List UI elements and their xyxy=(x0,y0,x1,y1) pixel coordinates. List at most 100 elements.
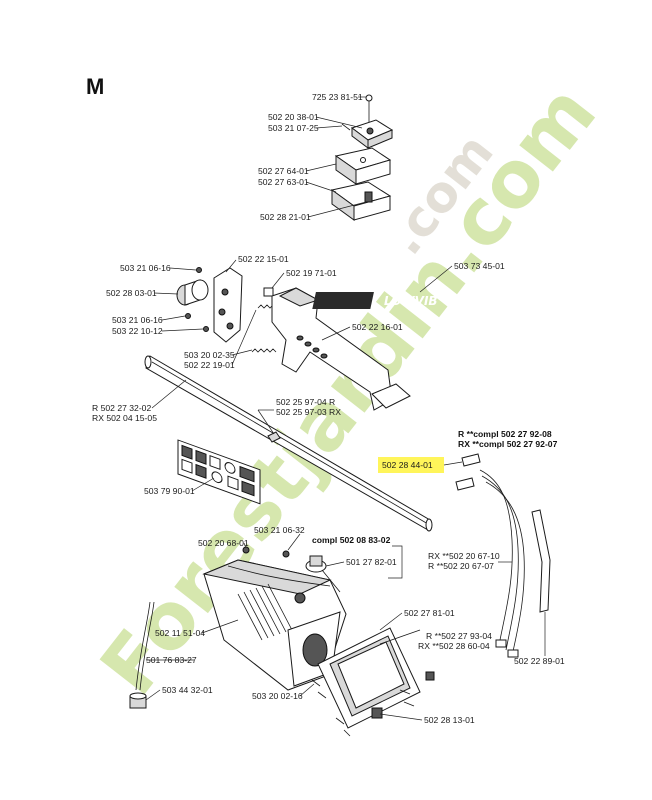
label-502197101: 502 19 71-01 xyxy=(286,268,337,278)
logo-box xyxy=(312,292,374,309)
switch-top xyxy=(309,555,323,567)
leader-503734501 xyxy=(419,265,453,293)
label-503200216: 503 20 02-16 xyxy=(252,691,303,701)
label-503210632: 503 21 06-32 xyxy=(254,525,305,535)
label-rx502206710: RX **502 20 67-10 xyxy=(428,551,500,561)
screw-503210632 xyxy=(282,550,290,558)
cover-plate xyxy=(311,627,435,737)
switch-wire xyxy=(321,569,341,593)
wire-sleeve xyxy=(531,509,551,613)
decal-icon-7 xyxy=(195,463,207,479)
decal-icon-5 xyxy=(239,465,255,483)
label-r502273202: R 502 27 32-02 xyxy=(92,403,151,413)
decal-icon-6 xyxy=(181,458,193,474)
decal-icon-1 xyxy=(181,444,193,460)
handle-plate-hole-1 xyxy=(221,288,229,296)
cable-line-1 xyxy=(135,601,151,691)
leader-502284401 xyxy=(443,461,463,466)
label-502259703rx: 502 25 97-03 RX xyxy=(276,407,341,417)
label-503734501: 503 73 45-01 xyxy=(454,261,505,271)
leader-503200216 xyxy=(299,683,315,697)
leader-502280301 xyxy=(153,292,179,295)
labels-top: 725 23 81-51 502 20 38-01 503 21 07-25 5… xyxy=(258,92,367,222)
label-502281301: 502 28 13-01 xyxy=(424,715,475,725)
label-503443201: 503 44 32-01 xyxy=(162,685,213,695)
cover-lead-bar xyxy=(379,629,421,645)
leader-503200235 xyxy=(231,349,253,356)
leader-compl502088302-bracket xyxy=(388,545,403,579)
top-clamp-assembly xyxy=(330,94,394,221)
leader-503210616a xyxy=(169,267,197,271)
wire-harness xyxy=(455,453,525,658)
spring-lower xyxy=(251,348,277,353)
decal-icon-4 xyxy=(224,462,236,474)
nut-small xyxy=(263,287,274,297)
rear-handle-end xyxy=(371,383,411,409)
label-rx-compl: RX **compl 502 27 92-07 xyxy=(458,439,558,449)
label-503210725: 503 21 07-25 xyxy=(268,123,319,133)
leader-502282101 xyxy=(307,201,367,218)
housing-plug xyxy=(294,592,306,604)
harness-wire-2 xyxy=(481,475,519,651)
label-503210616b: 503 21 06-16 xyxy=(112,315,163,325)
section-letter: M xyxy=(86,74,104,99)
label-503221012: 503 22 10-12 xyxy=(112,326,163,336)
label-502282101: 502 28 21-01 xyxy=(260,212,311,222)
connector-1 xyxy=(461,453,481,467)
shaft-tube xyxy=(144,355,433,532)
handle-plate xyxy=(213,267,243,343)
label-501278201: 501 27 82-01 xyxy=(346,557,397,567)
cable-line-2 xyxy=(139,601,155,691)
leader-502276301 xyxy=(305,181,337,193)
label-503200235: 503 20 02-35 xyxy=(184,350,235,360)
label-502221901: 502 22 19-01 xyxy=(184,360,235,370)
housing-cable xyxy=(227,565,331,587)
label-502221501: 502 22 15-01 xyxy=(238,254,289,264)
clamp-hole-1 xyxy=(360,157,366,163)
label-502206801: 502 20 68-01 xyxy=(198,538,249,548)
leader-503443201 xyxy=(145,689,161,701)
leader-502203801 xyxy=(315,116,363,129)
decal-icon-8 xyxy=(211,471,223,484)
cover-plug-1 xyxy=(371,707,383,719)
bushing-top xyxy=(129,692,147,700)
motor-housing xyxy=(202,559,347,691)
label-503210616a: 503 21 06-16 xyxy=(120,263,171,273)
decal-icon-3 xyxy=(209,454,221,470)
connector-2 xyxy=(455,477,475,491)
leader-502206801 xyxy=(243,542,247,549)
handle-assembly xyxy=(176,267,411,411)
long-screw-head xyxy=(365,94,373,102)
handle-plate-hole-2 xyxy=(218,308,226,316)
label-compl502088302: compl 502 08 83-02 xyxy=(312,535,391,545)
clamp-knob-front xyxy=(367,129,393,149)
clamp-lower-insert xyxy=(364,191,373,203)
sleeve-face xyxy=(191,279,209,301)
housing-fins xyxy=(237,583,293,641)
screw-top xyxy=(196,267,202,273)
cable-bottom-left xyxy=(129,601,155,709)
label-rx502286004: RX **502 28 60-04 xyxy=(418,641,490,651)
label-725238151: 725 23 81-51 xyxy=(312,92,363,102)
label-r-compl: R **compl 502 27 92-08 xyxy=(458,429,552,439)
highlight-502284401 xyxy=(378,457,444,473)
handle-plate-hole-3 xyxy=(226,322,234,330)
cover-screws xyxy=(311,679,415,737)
label-502284401: 502 28 44-01 xyxy=(382,460,433,470)
label-502276301: 502 27 63-01 xyxy=(258,177,309,187)
connector-3 xyxy=(495,639,507,648)
small-screw xyxy=(341,123,351,131)
leader-503799001 xyxy=(191,477,215,492)
shaft-highlight xyxy=(151,361,429,525)
leader-502281301 xyxy=(379,713,423,721)
label-502259704r: 502 25 97-04 R xyxy=(276,397,335,407)
handle-grip-dots xyxy=(296,335,328,359)
screw-low xyxy=(203,326,209,332)
leader-502221501 xyxy=(225,259,237,273)
leader-502276401 xyxy=(305,163,337,172)
leader-503210616b xyxy=(161,315,186,321)
label-502221601: 502 22 16-01 xyxy=(352,322,403,332)
leader-503221012 xyxy=(161,328,204,332)
connector-4 xyxy=(507,649,519,658)
